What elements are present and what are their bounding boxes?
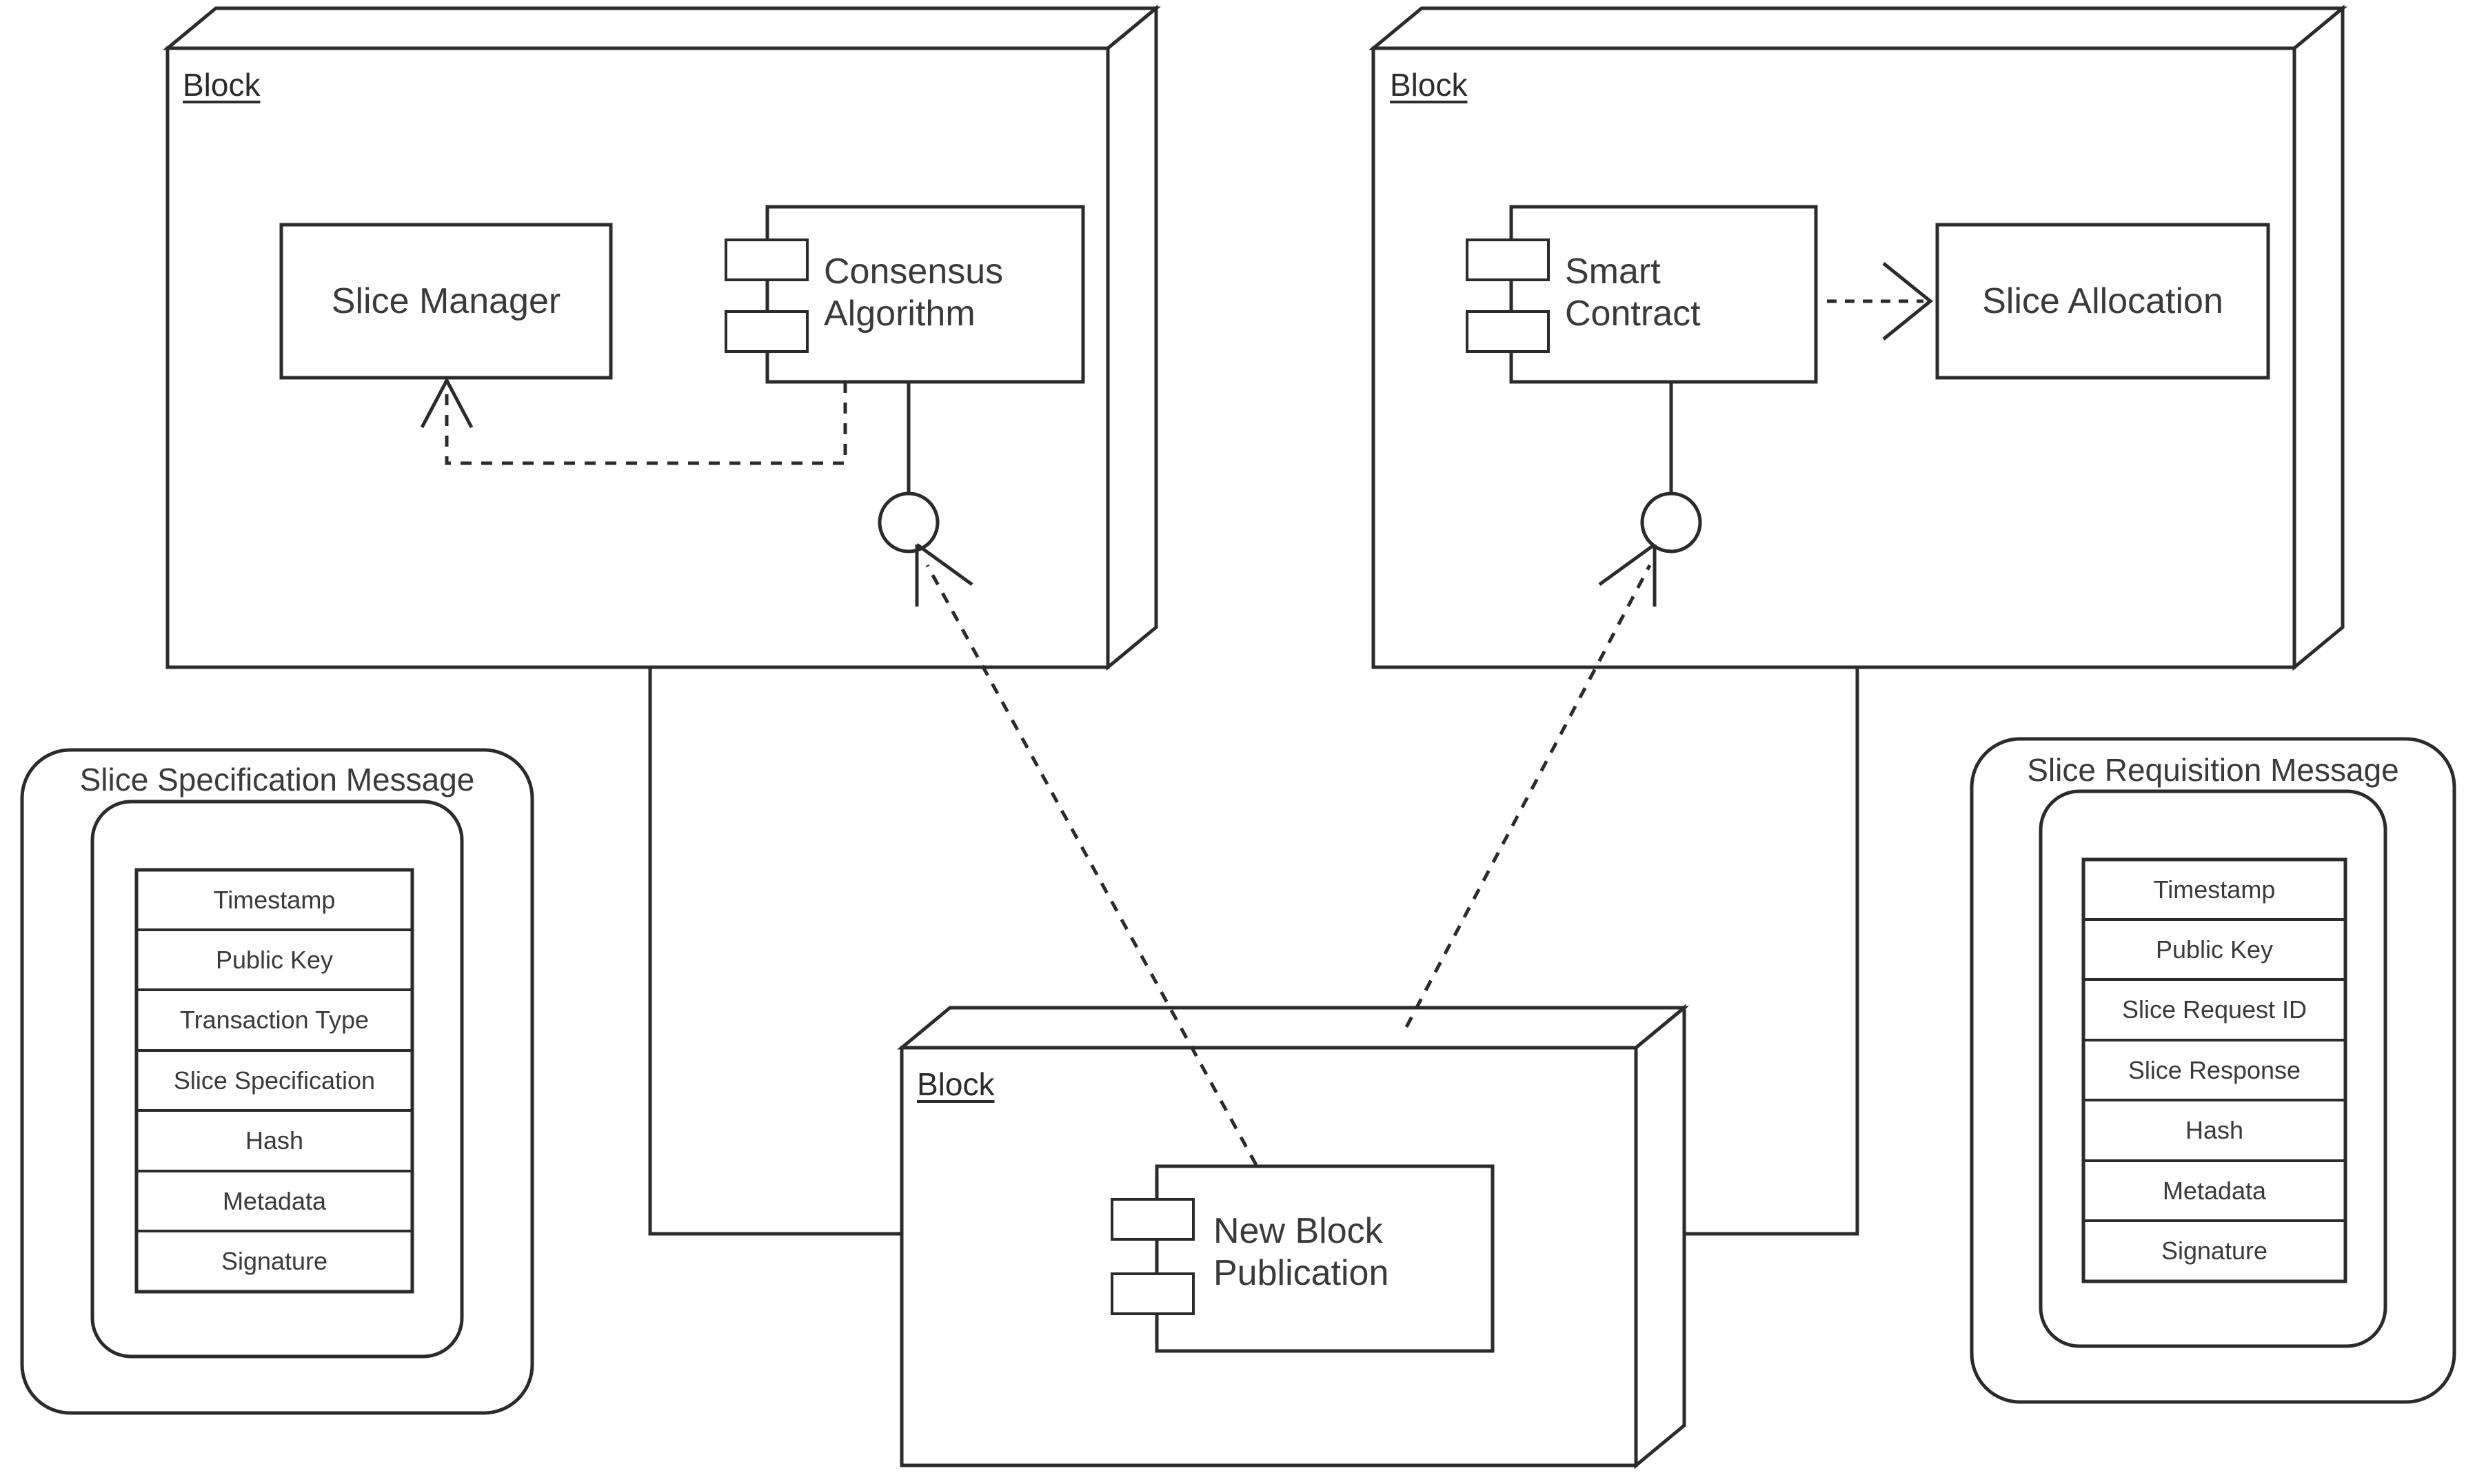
- dependency-smart-contract-arrowhead-icon: [1882, 262, 1933, 340]
- slice-requisition-row: Slice Request ID: [2083, 980, 2345, 1040]
- consensus-algorithm-body: [765, 205, 1085, 384]
- slice-specification-row: Public Key: [137, 930, 412, 990]
- slice-allocation-label-wrap: Slice Allocation: [1937, 225, 2268, 378]
- slice-requisition-row-label: Timestamp: [2153, 875, 2276, 904]
- block-left-top-face: [163, 6, 1161, 50]
- message-slice-specification[interactable]: [20, 748, 534, 1415]
- slice-specification-row-label: Timestamp: [213, 885, 336, 914]
- provided-interface-left-block[interactable]: [878, 382, 940, 553]
- lollipop-right-circle-icon: [1640, 491, 1702, 553]
- slice-requisition-row: Timestamp: [2083, 860, 2345, 919]
- connector-right-block-to-bottom-block: [1666, 667, 1859, 1236]
- smart-contract-tab-lower-icon: [1466, 310, 1550, 353]
- provided-interface-right-block[interactable]: [1640, 382, 1702, 553]
- slice-requisition-row: Hash: [2083, 1101, 2345, 1161]
- node-block-bottom[interactable]: [897, 1004, 1689, 1470]
- slice-requisition-title: Slice Requisition Message: [2027, 752, 2399, 788]
- slice-specification-row: Timestamp: [137, 870, 412, 930]
- new-block-publication-tab-lower-icon: [1111, 1272, 1195, 1315]
- smart-contract-body: [1509, 205, 1818, 384]
- message-slice-requisition[interactable]: [1970, 737, 2456, 1404]
- connector-left-block-to-bottom-block: [648, 667, 902, 1236]
- slice-specification-row: Signature: [137, 1231, 412, 1291]
- slice-specification-row: Transaction Type: [137, 990, 412, 1050]
- consensus-algorithm-label: Consensus Algorithm: [824, 252, 1004, 334]
- slice-requisition-row: Slice Response: [2083, 1040, 2345, 1100]
- consensus-algorithm-tab-upper-icon: [725, 238, 809, 281]
- slice-requisition-row-label: Signature: [2161, 1237, 2268, 1266]
- slice-specification-row: Hash: [137, 1111, 412, 1171]
- usage-arrow-left-arrowhead-icon: [915, 542, 973, 607]
- slice-requisition-row-label: Slice Response: [2128, 1055, 2301, 1084]
- slice-specification-row-label: Hash: [245, 1126, 304, 1155]
- slice-manager-label-wrap: Slice Manager: [281, 225, 611, 378]
- slice-requisition-row: Public Key: [2083, 919, 2345, 979]
- slice-requisition-row-label: Hash: [2185, 1116, 2244, 1145]
- component-slice-manager-box[interactable]: [279, 223, 613, 380]
- component-slice-allocation-box[interactable]: [1935, 223, 2270, 380]
- block-right-side-face: [2292, 4, 2345, 671]
- slice-requisition-row: Signature: [2083, 1221, 2345, 1281]
- dependency-consensus-to-slice-manager-arrowhead-icon: [420, 376, 474, 429]
- slice-requisition-row: Metadata: [2083, 1161, 2345, 1221]
- component-smart-contract[interactable]: [1466, 205, 1818, 384]
- lollipop-left-circle-icon: [878, 491, 940, 553]
- slice-specification-row-label: Signature: [221, 1247, 328, 1276]
- slice-manager-label: Slice Manager: [331, 281, 561, 321]
- slice-requisition-row-label: Public Key: [2155, 935, 2274, 964]
- slice-specification-row: Metadata: [137, 1171, 412, 1231]
- slice-specification-row-label: Transaction Type: [179, 1006, 370, 1035]
- usage-new-block-publication-to-right-interface: [1404, 564, 1652, 1028]
- slice-requisition-table: [2081, 857, 2347, 1283]
- new-block-publication-body: [1155, 1164, 1495, 1353]
- block-left-side-face: [1106, 4, 1158, 671]
- usage-new-block-publication-to-left-interface: [925, 564, 1258, 1166]
- slice-specification-row: Slice Specification: [137, 1050, 412, 1110]
- block-bottom-top-face: [897, 1006, 1689, 1050]
- new-block-publication-tab-upper-icon: [1111, 1198, 1195, 1241]
- component-new-block-publication[interactable]: [1111, 1164, 1495, 1353]
- smart-contract-label: Smart Contract: [1565, 252, 1701, 334]
- slice-requisition-row-label: Metadata: [2162, 1176, 2267, 1205]
- component-consensus-algorithm[interactable]: [725, 205, 1085, 384]
- usage-arrow-right-arrowhead-icon: [1598, 542, 1657, 607]
- slice-specification-row-label: Public Key: [215, 946, 334, 975]
- block-right-title: Block: [1390, 67, 1468, 103]
- new-block-publication-label: New Block Publication: [1213, 1211, 1389, 1294]
- slice-specification-table: [134, 868, 414, 1294]
- consensus-algorithm-tab-lower-icon: [725, 310, 809, 353]
- block-left-title: Block: [183, 67, 261, 103]
- slice-allocation-label: Slice Allocation: [1982, 281, 2223, 321]
- block-bottom-side-face: [1634, 1004, 1686, 1470]
- smart-contract-tab-upper-icon: [1466, 238, 1550, 281]
- block-bottom-title: Block: [917, 1066, 995, 1102]
- slice-requisition-row-label: Slice Request ID: [2121, 995, 2307, 1024]
- block-right-top-face: [1368, 6, 2347, 50]
- slice-specification-title: Slice Specification Message: [79, 762, 475, 797]
- slice-specification-row-label: Slice Specification: [173, 1066, 376, 1095]
- slice-specification-row-label: Metadata: [222, 1186, 327, 1215]
